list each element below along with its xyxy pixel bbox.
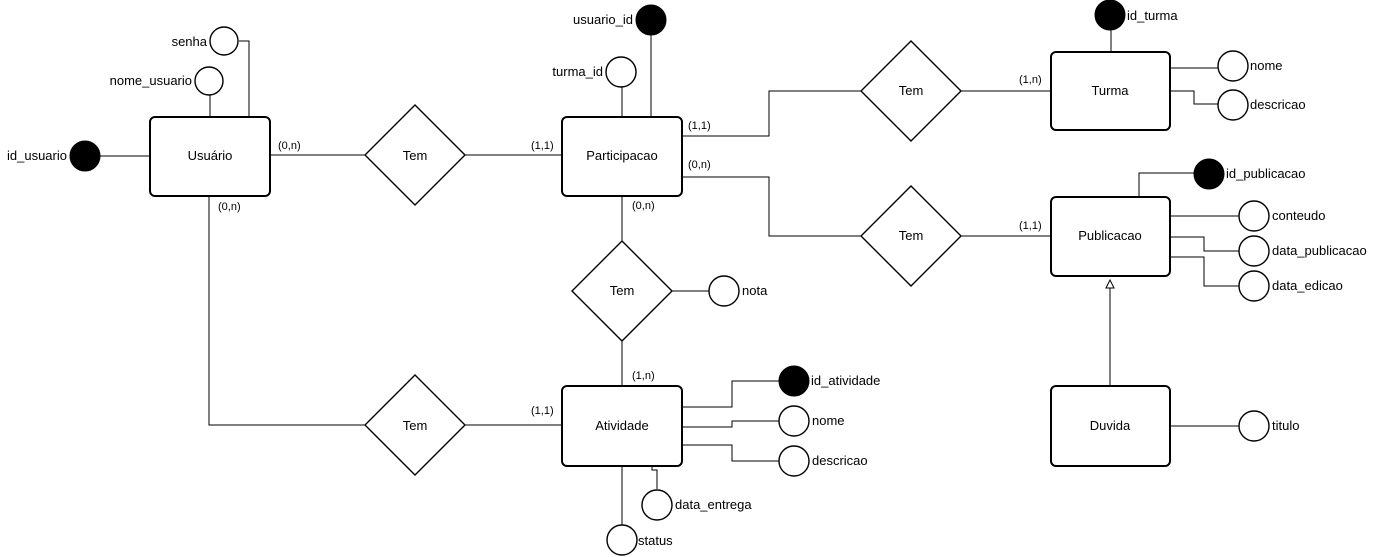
line-turma-descricao xyxy=(1170,90,1218,105)
attribute-turma-id[interactable]: turma_id xyxy=(552,56,637,88)
attribute-conteudo[interactable]: conteudo xyxy=(1238,200,1326,232)
attribute-atividade-descricao[interactable]: descricao xyxy=(778,445,868,477)
relationship-label: Tem xyxy=(899,83,924,98)
entity-atividade[interactable]: Atividade xyxy=(561,385,683,467)
relationship-label: Tem xyxy=(610,283,635,298)
attribute-id-publicacao-key[interactable]: id_publicacao xyxy=(1193,158,1306,190)
attribute-senha[interactable]: senha xyxy=(172,26,239,56)
attribute-data-publicacao[interactable]: data_publicacao xyxy=(1238,235,1367,267)
cardinality-participacao-atividade: (0,n) xyxy=(632,200,655,212)
line-data-publicacao xyxy=(1170,236,1239,252)
entity-label: Atividade xyxy=(595,418,648,433)
cardinality-participacao-turma: (1,1) xyxy=(688,120,711,132)
entity-label: Publicacao xyxy=(1078,228,1142,243)
attribute-turma-nome[interactable]: nome xyxy=(1217,50,1283,82)
attribute-label: titulo xyxy=(1272,418,1299,433)
entity-usuario[interactable]: Usuário xyxy=(149,116,271,197)
cardinality-turma: (1,n) xyxy=(1019,74,1042,86)
line-participacao-tem-publicacao xyxy=(682,176,861,237)
cardinality-labels: (0,n) (1,1) (1,1) (1,n) (0,n) (1,1) (0,n… xyxy=(218,74,1042,417)
relationship-label: Tem xyxy=(403,418,428,433)
attribute-data-entrega[interactable]: data_entrega xyxy=(641,489,752,521)
connector-lines xyxy=(100,29,1239,525)
attribute-usuario-id-key[interactable]: usuario_id xyxy=(573,4,667,36)
line-participacao-tem-turma xyxy=(682,90,861,137)
entity-label: Participacao xyxy=(586,148,658,163)
cardinality-publicacao: (1,1) xyxy=(1019,220,1042,232)
entity-label: Duvida xyxy=(1090,418,1131,433)
attribute-label: nome xyxy=(812,413,845,428)
cardinality-participacao-usuario: (1,1) xyxy=(531,140,554,152)
attribute-id-atividade-key[interactable]: id_atividade xyxy=(778,365,880,397)
attribute-label: conteudo xyxy=(1272,208,1326,223)
attribute-label: id_publicacao xyxy=(1226,166,1306,181)
entity-duvida[interactable]: Duvida xyxy=(1050,385,1171,467)
relationship-participacao-turma[interactable]: Tem xyxy=(860,40,962,142)
relationship-usuario-participacao[interactable]: Tem xyxy=(364,104,466,206)
entity-publicacao[interactable]: Publicacao xyxy=(1050,196,1171,277)
attribute-atividade-nome[interactable]: nome xyxy=(778,405,845,437)
attribute-turma-descricao[interactable]: descricao xyxy=(1217,89,1306,121)
attribute-titulo[interactable]: titulo xyxy=(1238,410,1299,442)
attribute-label: nota xyxy=(742,283,768,298)
attribute-id-usuario-key[interactable]: id_usuario xyxy=(7,140,101,172)
line-atividade-nome xyxy=(682,420,779,428)
line-id-publicacao xyxy=(1138,172,1194,197)
line-senha xyxy=(239,40,250,117)
relationship-participacao-publicacao[interactable]: Tem xyxy=(860,185,962,287)
attribute-status[interactable]: status xyxy=(606,524,673,556)
attribute-label: usuario_id xyxy=(573,12,633,27)
line-atividade-descricao xyxy=(682,444,779,462)
attribute-label: nome_usuario xyxy=(110,73,192,88)
line-id-atividade xyxy=(682,380,779,408)
entity-label: Usuário xyxy=(188,148,233,163)
cardinality-usuario-participacao: (0,n) xyxy=(278,140,301,152)
relationship-label: Tem xyxy=(899,228,924,243)
attribute-label: data_publicacao xyxy=(1272,243,1367,258)
attribute-label: status xyxy=(638,533,673,548)
attribute-label: id_turma xyxy=(1127,8,1178,23)
cardinality-participacao-publicacao: (0,n) xyxy=(688,159,711,171)
relationship-usuario-atividade[interactable]: Tem xyxy=(364,374,466,476)
attribute-data-edicao[interactable]: data_edicao xyxy=(1238,270,1343,302)
attribute-label: descricao xyxy=(812,453,868,468)
relationship-participacao-atividade[interactable]: Tem xyxy=(571,240,673,342)
relationship-label: Tem xyxy=(403,148,428,163)
inheritance-arrow-icon xyxy=(1105,278,1115,289)
attribute-label: data_edicao xyxy=(1272,278,1343,293)
attribute-label: descricao xyxy=(1250,97,1306,112)
attribute-nome-usuario[interactable]: nome_usuario xyxy=(110,66,224,96)
cardinality-atividade-usuario: (1,1) xyxy=(531,405,554,417)
entity-participacao[interactable]: Participacao xyxy=(561,116,683,197)
attribute-id-turma-key[interactable]: id_turma xyxy=(1094,0,1178,31)
attribute-label: nome xyxy=(1250,58,1283,73)
cardinality-atividade-participacao: (1,n) xyxy=(632,370,655,382)
attribute-label: id_usuario xyxy=(7,148,67,163)
line-usuario-tem-atividade xyxy=(208,196,365,426)
cardinality-usuario-atividade: (0,n) xyxy=(218,201,241,213)
attribute-label: id_atividade xyxy=(811,373,880,388)
attribute-label: senha xyxy=(172,34,208,49)
attribute-label: data_entrega xyxy=(675,497,752,512)
attribute-nota[interactable]: nota xyxy=(708,275,768,307)
line-data-entrega xyxy=(651,466,658,489)
line-data-edicao xyxy=(1170,256,1239,287)
entity-label: Turma xyxy=(1091,83,1129,98)
attribute-label: turma_id xyxy=(552,64,603,79)
entity-turma[interactable]: Turma xyxy=(1050,51,1171,131)
